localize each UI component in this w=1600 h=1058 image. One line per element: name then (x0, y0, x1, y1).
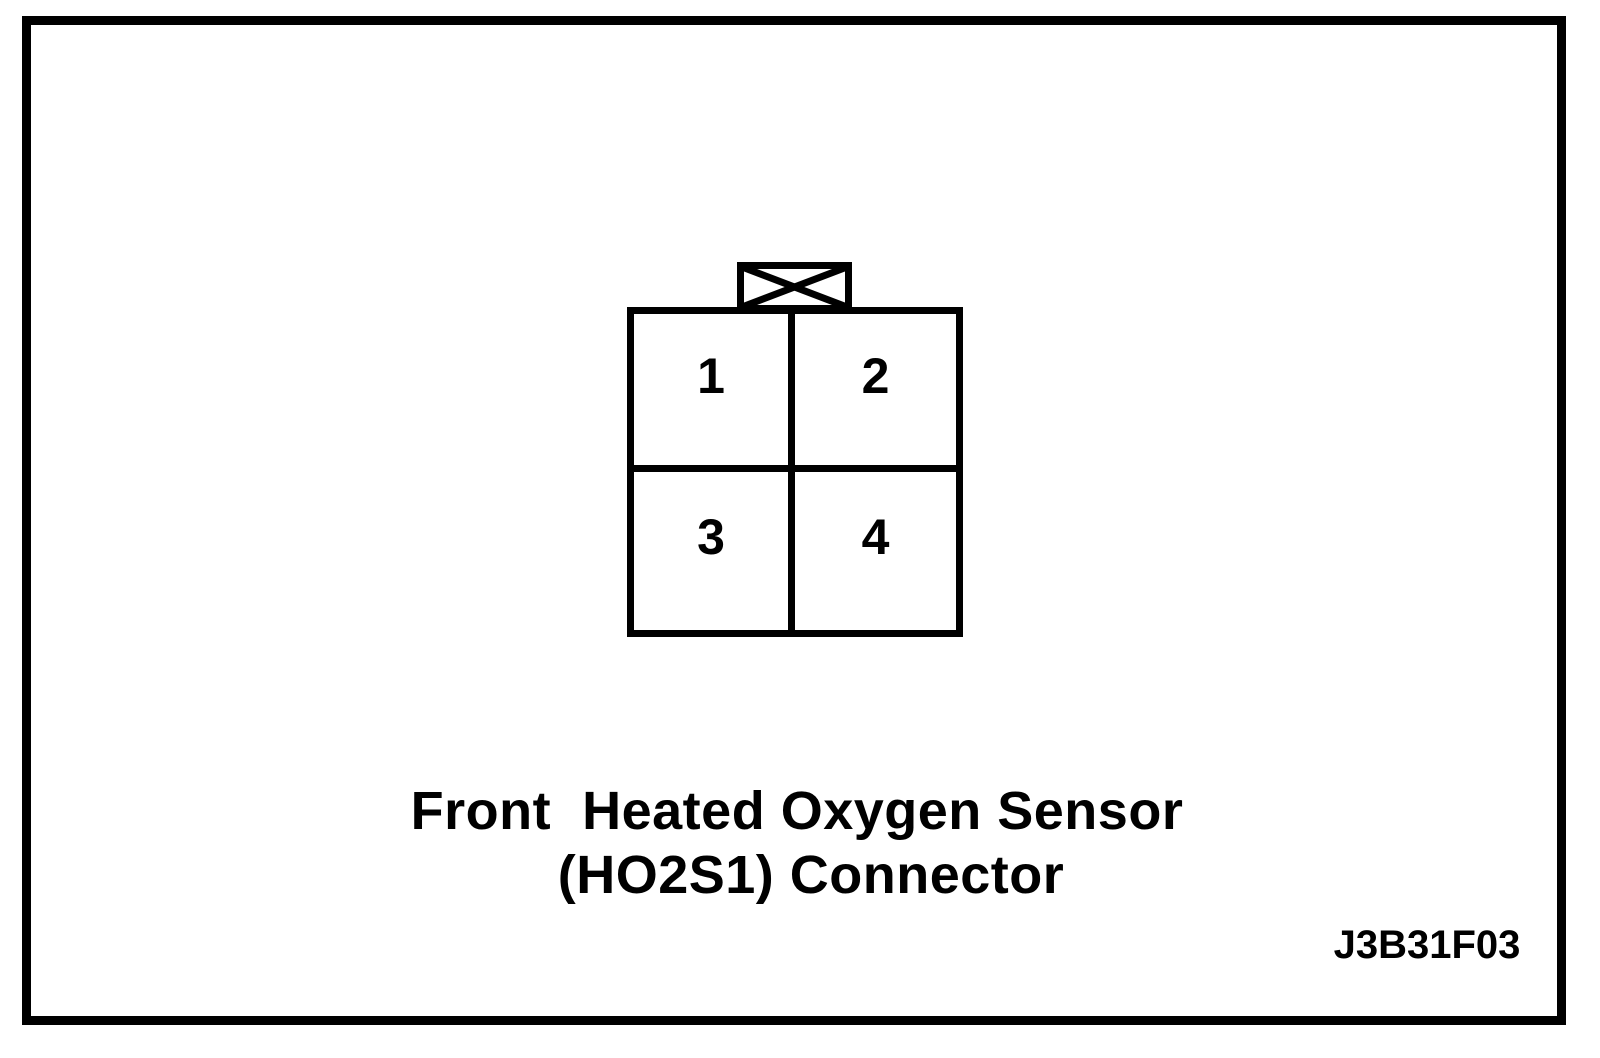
keyway-bowtie-icon (737, 262, 852, 312)
figure-content: 1 2 3 4 Front Heated Oxygen Sensor (HO2S… (31, 25, 1557, 1016)
caption-line-2: (HO2S1) Connector (557, 845, 1065, 905)
pin-cell-2: 2 (795, 314, 956, 472)
caption-line-1: Front Heated Oxygen Sensor (410, 781, 1184, 841)
pin-cell-4: 4 (795, 472, 956, 630)
pin-4-label: 4 (861, 509, 890, 565)
figure-code-label: J3B31F03 (1333, 923, 1521, 967)
pin-1-label: 1 (697, 347, 725, 404)
pin-2-label: 2 (861, 347, 890, 404)
pin-cell-3: 3 (634, 472, 795, 630)
figure-border: 1 2 3 4 Front Heated Oxygen Sensor (HO2S… (22, 16, 1566, 1025)
connector-pin-grid: 1 2 3 4 (627, 307, 963, 637)
pin-cell-1: 1 (634, 314, 795, 472)
pin-3-label: 3 (697, 509, 725, 565)
